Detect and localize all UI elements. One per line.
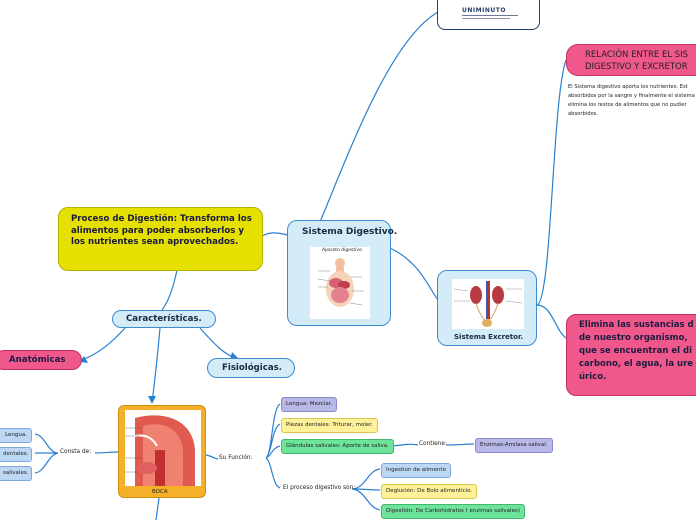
digestive-system-image: Aparato digestivo — [310, 247, 370, 319]
relacion-desc-line-4: absorbidos. — [568, 111, 599, 117]
connector-glandulas-to-contiene — [389, 443, 419, 447]
connector-funcion-to-items — [265, 403, 281, 489]
elimina-line-4: carbono, el agua, la ure — [579, 359, 694, 369]
relacion-desc-line-1: El Sistema digestivo aporta los nutrient… — [568, 84, 688, 90]
caracteristicas-label: Características. — [126, 314, 202, 324]
connector-to-boca — [151, 327, 161, 403]
relacion-title-line-2: DIGESTIVO Y EXCRETOR — [585, 62, 688, 72]
sistema-digestivo-title: Sistema Digestivo. — [302, 227, 398, 237]
funcion-lengua[interactable]: Lengua: Mezclar. — [281, 397, 338, 412]
connector-central-to-excretor — [389, 247, 439, 301]
caracteristicas-node[interactable]: Características. — [112, 310, 216, 328]
consta-item-salivales[interactable]: salivales. — [0, 466, 32, 481]
sistema-excretor-node[interactable]: Sistema Excretor. — [437, 270, 537, 346]
boca-node[interactable]: BOCA — [118, 405, 206, 498]
connector-to-fisiologicas — [199, 327, 237, 359]
anatomicas-label: Anatómicas — [9, 355, 66, 365]
consta-label: Consta de: — [60, 449, 92, 455]
consta-item-lengua[interactable]: Lengua. — [0, 428, 32, 443]
relacion-title-node[interactable]: RELACIÓN ENTRE EL SIS DIGESTIVO Y EXCRET… — [566, 44, 696, 76]
elimina-line-1: Elimina las sustancias d — [579, 320, 694, 330]
relacion-desc-line-2: absorbidos por la sangre y finalmente el… — [568, 93, 695, 99]
proceso-digestivo-label: El proceso digestivo son: — [283, 485, 356, 491]
relacion-description: El Sistema digestivo aporta los nutrient… — [566, 84, 696, 124]
digestive-image-title: Aparato digestivo — [322, 248, 362, 253]
connector-excretor-to-elimina — [536, 304, 567, 339]
sistema-digestivo-node[interactable]: Sistema Digestivo. Aparato digestivo — [287, 220, 397, 326]
funcion-label: Su Función: — [219, 455, 253, 461]
connector-contiene-to-enzimas — [445, 443, 475, 446]
excretory-system-image — [452, 279, 524, 329]
mouth-anatomy-image — [125, 410, 201, 486]
elimina-line-3: que se encuentran el di — [579, 346, 693, 356]
relacion-desc-line-3: elimina los restos de alimentos que no p… — [568, 102, 687, 108]
uniminuto-logo: UNIMINUTO — [462, 7, 506, 14]
connector-boca-to-funcion — [205, 454, 219, 460]
paso-digestion[interactable]: Digestión: De Carbohidratos ( enzimas sa… — [381, 504, 525, 519]
enzimas-chip[interactable]: Enzimas:Amilasa salival. — [475, 438, 553, 453]
consta-item-dentales[interactable]: dentales. — [0, 447, 32, 462]
paso-ingestion[interactable]: Ingestion de alimento — [381, 463, 451, 478]
uniminuto-logo-underline — [462, 15, 518, 16]
connector-consta-to-items — [34, 433, 59, 474]
connector-proceso-to-pasos — [351, 468, 381, 511]
funcion-piezas-dentales[interactable]: Piezas dentales: Triturar, moler. — [281, 418, 378, 433]
contiene-label: Contiene: — [419, 441, 447, 447]
connector-boca-to-consta — [94, 451, 119, 454]
connector-boca-down — [155, 497, 160, 520]
fisiologicas-label: Fisiológicas. — [222, 363, 283, 373]
connector-excretor-to-relacion — [536, 59, 567, 306]
connector-central-to-proceso — [261, 232, 289, 237]
anatomicas-node[interactable]: Anatómicas — [0, 350, 82, 370]
uniminuto-card[interactable]: UNIMINUTO — [437, 0, 540, 30]
connector-to-anatomicas — [81, 327, 126, 361]
arrow-head-boca — [148, 396, 156, 404]
paso-deglucion[interactable]: Deglución: De Bolo alimenticio. — [381, 484, 478, 499]
proceso-digestion-text: Proceso de Digestión: Transforma los ali… — [71, 214, 252, 247]
connector-central-to-topcard — [319, 11, 439, 223]
boca-caption: BOCA — [152, 489, 168, 495]
sistema-excretor-title: Sistema Excretor. — [454, 333, 524, 341]
arrow-head-anatomicas — [80, 356, 88, 363]
elimina-node[interactable]: Elimina las sustancias d de nuestro orga… — [566, 314, 696, 396]
uniminuto-logo-underline-2 — [462, 18, 510, 19]
funcion-glandulas-salivales[interactable]: Glándulas salivales: Aporte de saliva. — [281, 439, 394, 454]
relacion-title-line-1: RELACIÓN ENTRE EL SIS — [585, 50, 689, 60]
elimina-line-2: de nuestro organismo, — [579, 333, 688, 343]
elimina-line-5: úrico. — [579, 372, 607, 382]
proceso-digestion-node[interactable]: Proceso de Digestión: Transforma los ali… — [58, 207, 263, 271]
fisiologicas-node[interactable]: Fisiológicas. — [207, 358, 295, 378]
